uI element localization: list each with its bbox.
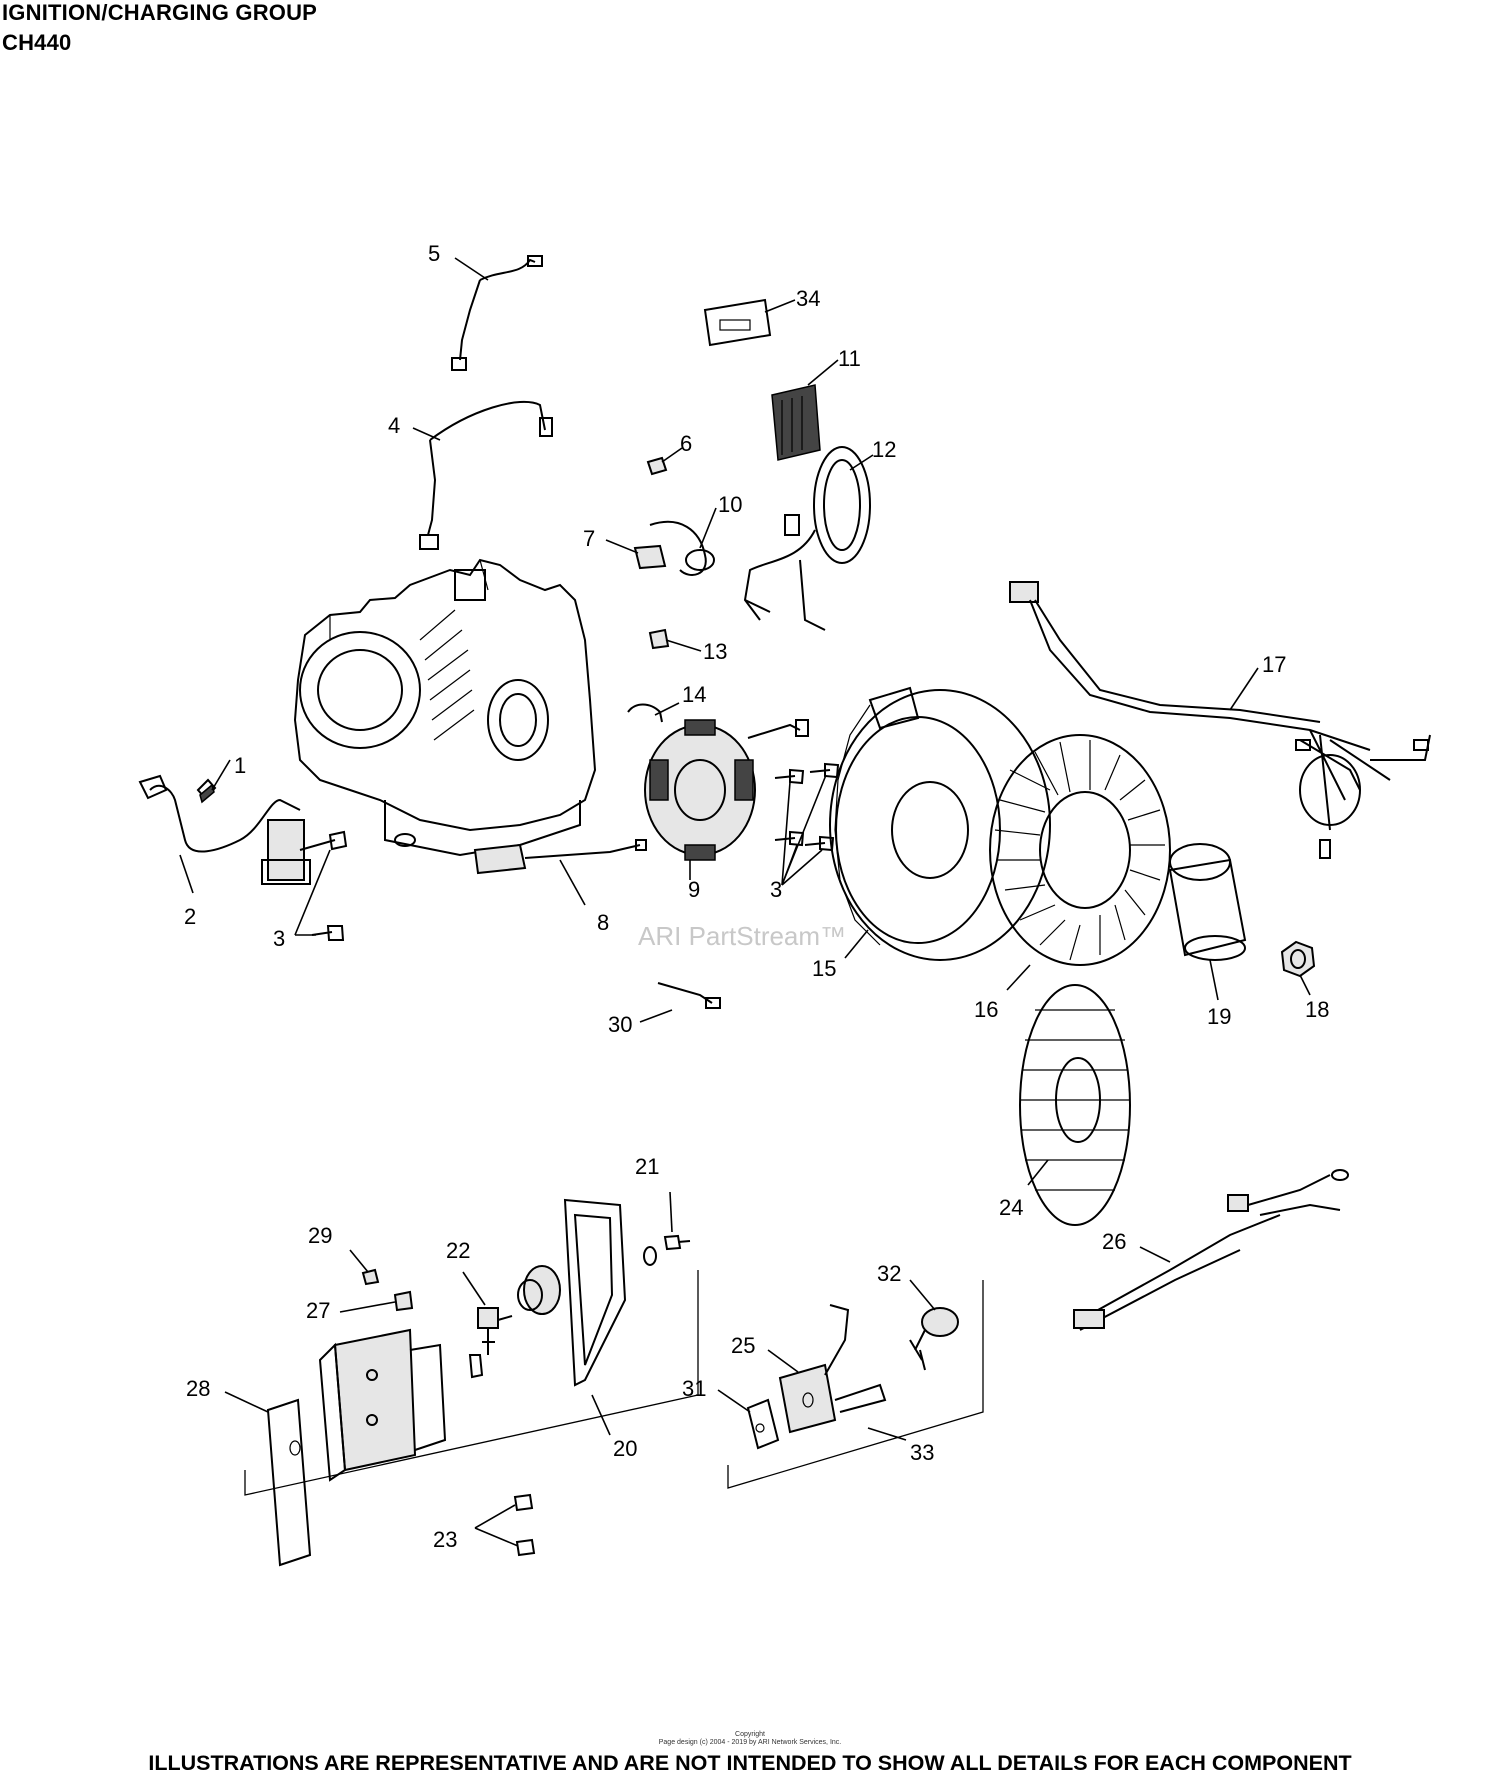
disclaimer-footer: ILLUSTRATIONS ARE REPRESENTATIVE AND ARE… <box>148 1751 1352 1775</box>
stator-illustration <box>644 719 809 861</box>
callout-10: 10 <box>718 492 742 517</box>
callout-19: 19 <box>1207 1004 1231 1029</box>
plate-31-illustration <box>746 1398 780 1450</box>
callout-31: 31 <box>682 1376 706 1401</box>
callout-4: 4 <box>388 413 400 438</box>
control-panel-illustration <box>318 1328 447 1482</box>
screw-21-illustration <box>643 1234 691 1266</box>
callout-29: 29 <box>308 1223 332 1248</box>
callout-14: 14 <box>682 682 706 707</box>
connector-6-illustration <box>646 456 668 476</box>
flywheel-illustration <box>829 686 1051 961</box>
lead-30-illustration <box>657 982 721 1009</box>
callout-2: 2 <box>184 904 196 929</box>
callout-28: 28 <box>186 1376 210 1401</box>
air-box-cover-illustration <box>563 1198 627 1387</box>
callout-8: 8 <box>597 910 609 935</box>
screw-23-illustration <box>513 1493 536 1557</box>
wiring-harness-26-illustration <box>1073 1169 1349 1331</box>
callout-12: 12 <box>872 437 896 462</box>
callout-25: 25 <box>731 1333 755 1358</box>
callout-27: 27 <box>306 1298 330 1323</box>
callout-3-left: 3 <box>273 926 285 951</box>
callout-33: 33 <box>910 1440 934 1465</box>
decal-34-illustration <box>703 298 772 347</box>
grass-screen-illustration <box>1019 984 1131 1226</box>
lead-8-illustration <box>473 839 647 875</box>
callout-16: 16 <box>974 997 998 1022</box>
decal-28-illustration <box>266 1398 312 1567</box>
key-switch-22-illustration <box>468 1307 513 1379</box>
callout-17: 17 <box>1262 652 1286 677</box>
rectifier-regulator-illustration <box>771 384 821 461</box>
terminal-7-illustration <box>633 544 667 570</box>
page-title: IGNITION/CHARGING GROUP <box>2 0 318 25</box>
bracket-25-illustration <box>778 1304 887 1434</box>
lead-wire-5-illustration <box>451 255 543 371</box>
flywheel-nut-illustration <box>1280 940 1316 978</box>
clip-13-illustration <box>648 628 670 650</box>
callout-26: 26 <box>1102 1229 1126 1254</box>
bolt-illustration-right <box>774 762 840 852</box>
wiring-harness-12-illustration <box>743 446 871 631</box>
callout-1: 1 <box>234 753 246 778</box>
callout-23: 23 <box>433 1527 457 1552</box>
callout-13: 13 <box>703 639 727 664</box>
callout-18: 18 <box>1305 997 1329 1022</box>
callout-15: 15 <box>812 956 836 981</box>
clip-29-illustration <box>361 1268 380 1286</box>
lead-wire-4-illustration <box>419 401 553 550</box>
bolt-illustration-left <box>299 830 348 941</box>
key-switch-32-illustration <box>909 1307 959 1371</box>
watermark: ARI PartStream™ <box>638 921 846 951</box>
callout-21: 21 <box>635 1154 659 1179</box>
callout-5: 5 <box>428 241 440 266</box>
drive-cup-illustration <box>1168 843 1247 961</box>
switch-27-illustration <box>393 1290 414 1312</box>
copyright-label: Copyright <box>735 1731 765 1738</box>
callout-34: 34 <box>796 286 820 311</box>
callout-7: 7 <box>583 526 595 551</box>
callout-9: 9 <box>688 877 700 902</box>
callout-32: 32 <box>877 1261 901 1286</box>
copyright-notice: Page design (c) 2004 - 2019 by ARI Netwo… <box>658 1739 842 1746</box>
callout-24: 24 <box>999 1195 1023 1220</box>
engine-block-illustration <box>293 558 597 857</box>
lead-10-illustration <box>649 520 715 576</box>
group-box-33 <box>727 1280 984 1489</box>
callout-3-right: 3 <box>770 877 782 902</box>
engine-model: CH440 <box>2 30 72 55</box>
ignition-module-illustration <box>138 774 311 885</box>
callout-6: 6 <box>680 431 692 456</box>
spark-plug-illustration <box>196 778 217 804</box>
group-box-20 <box>244 1270 699 1496</box>
callout-11: 11 <box>838 346 861 371</box>
callout-30: 30 <box>608 1012 632 1037</box>
wiring-harness-17-illustration <box>1009 581 1431 859</box>
cooling-fan-illustration <box>989 734 1171 966</box>
callout-20: 20 <box>613 1436 637 1461</box>
callout-22: 22 <box>446 1238 470 1263</box>
knob-illustration <box>517 1265 561 1315</box>
